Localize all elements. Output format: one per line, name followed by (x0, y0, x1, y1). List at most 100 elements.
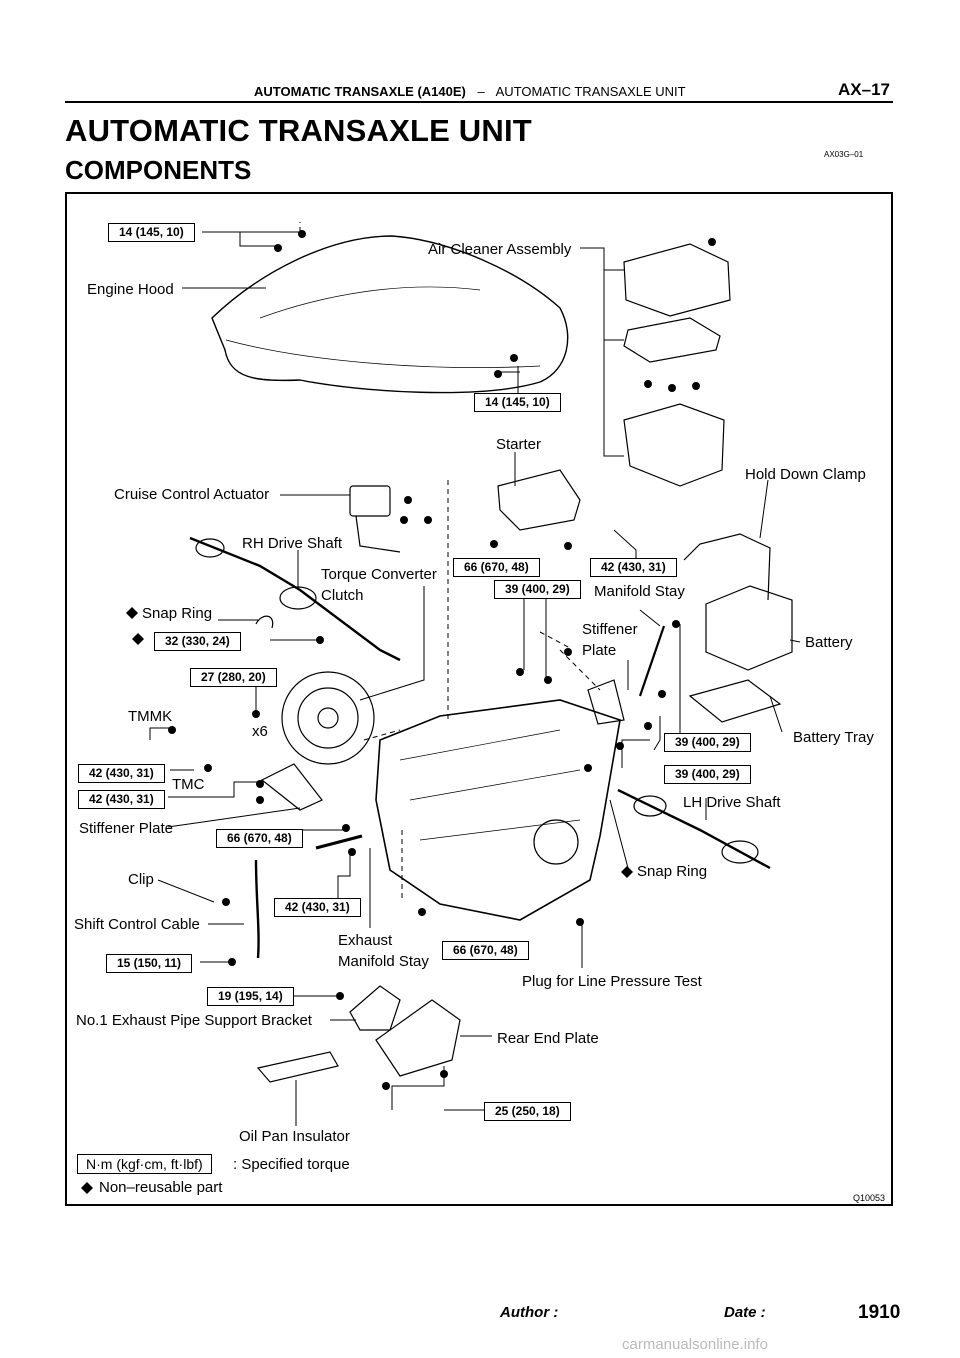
battery-tray-shape (688, 679, 782, 723)
air-cleaner-cover-shape (623, 243, 731, 317)
label-stiffener-plate-r2: Plate (582, 642, 617, 659)
torque-66-bottom: 66 (670, 48) (442, 941, 529, 960)
hold-down-clamp-shape (683, 533, 771, 601)
snap-ring-shape (255, 615, 274, 629)
bolt (382, 1082, 390, 1090)
bolt (668, 384, 676, 392)
bolt (708, 238, 716, 246)
label-plug-line-pressure: Plug for Line Pressure Test (522, 973, 702, 990)
bolt (516, 668, 524, 676)
bolt (672, 620, 680, 628)
bolt (490, 540, 498, 548)
label-shift-control-cable: Shift Control Cable (74, 916, 200, 933)
legend-unit-box: N·m (kgf·cm, ft·lbf) (77, 1154, 212, 1174)
label-oil-pan-insulator: Oil Pan Insulator (239, 1128, 350, 1145)
header-subsection: AUTOMATIC TRANSAXLE UNIT (495, 84, 686, 99)
label-manifold-stay: Manifold Stay (594, 583, 685, 600)
header-code: AX–17 (838, 80, 890, 99)
torque-42-b: 42 (430, 31) (78, 790, 165, 809)
bolt (584, 764, 592, 772)
watermark: carmanualsonline.info (622, 1336, 768, 1353)
legend-nonreusable: Non–reusable part (99, 1179, 223, 1196)
stiffener-plate-right-shape (587, 679, 625, 725)
lh-drive-shaft-shape (617, 788, 771, 870)
bolt (564, 648, 572, 656)
torque-starter-42: 42 (430, 31) (590, 558, 677, 577)
bolt (298, 230, 306, 238)
label-snap-ring-left: Snap Ring (142, 605, 213, 622)
label-stiffener-plate-left: Stiffener Plate (79, 820, 173, 837)
bolt (404, 496, 412, 504)
bolt (228, 958, 236, 966)
bolt (616, 742, 624, 750)
bolt (222, 898, 230, 906)
nonreusable-diamond-icon (81, 1182, 93, 1194)
bolt (204, 764, 212, 772)
torque-32: 32 (330, 24) (154, 632, 241, 651)
label-exhaust-stay-2: Manifold Stay (338, 953, 429, 970)
cruise-actuator-shape (349, 485, 391, 517)
header-rule (65, 101, 893, 103)
bolt (336, 992, 344, 1000)
footer-author: Author : (500, 1304, 559, 1321)
torque-39-b: 39 (400, 29) (664, 765, 751, 784)
rear-end-plate-shape (375, 999, 461, 1077)
label-rh-drive-shaft: RH Drive Shaft (242, 535, 343, 552)
bolt (342, 824, 350, 832)
torque-air-cleaner: 14 (145, 10) (474, 393, 561, 412)
reference-code: AX03G–01 (824, 150, 864, 159)
bolt (424, 516, 432, 524)
manifold-stay-shape (638, 625, 666, 697)
header-separator: – (477, 84, 485, 99)
exhaust-pipe-bracket-shape (349, 985, 401, 1031)
torque-hood-bolt: 14 (145, 10) (108, 223, 195, 242)
label-exhaust-pipe-bracket: No.1 Exhaust Pipe Support Bracket (76, 1012, 312, 1029)
bolt (544, 676, 552, 684)
label-battery: Battery (805, 634, 853, 651)
bolt (168, 726, 176, 734)
nonreusable-diamond-icon (621, 866, 633, 878)
label-rear-end-plate: Rear End Plate (497, 1030, 599, 1047)
air-cleaner-case-shape (623, 403, 725, 487)
battery-shape (705, 585, 793, 671)
bolt (256, 780, 264, 788)
stiffener-plate-left-shape (260, 763, 323, 811)
header-section: AUTOMATIC TRANSAXLE (A140E) (254, 84, 466, 99)
torque-42-c: 42 (430, 31) (274, 898, 361, 917)
page-number: 1910 (858, 1302, 901, 1323)
label-cruise-control: Cruise Control Actuator (114, 486, 270, 503)
bolt (440, 1070, 448, 1078)
label-tmc: TMC (172, 776, 205, 793)
bolt (576, 918, 584, 926)
label-exhaust-stay-1: Exhaust (338, 932, 393, 949)
torque-66-left: 66 (670, 48) (216, 829, 303, 848)
bolt (644, 722, 652, 730)
bolt (348, 848, 356, 856)
rh-drive-shaft-shape (189, 536, 401, 662)
label-battery-tray: Battery Tray (793, 729, 874, 746)
label-hold-down-clamp: Hold Down Clamp (745, 466, 866, 483)
transaxle-shape (375, 699, 621, 921)
torque-39-a: 39 (400, 29) (664, 733, 751, 752)
torque-42-a: 42 (430, 31) (78, 764, 165, 783)
label-tmmk: TMMK (128, 708, 173, 725)
label-air-cleaner: Air Cleaner Assembly (428, 241, 572, 258)
torque-starter-66: 66 (670, 48) (453, 558, 540, 577)
label-stiffener-plate-r1: Stiffener (582, 621, 638, 638)
starter-shape (497, 469, 581, 531)
bolt (256, 796, 264, 804)
nonreusable-diamond-icon (132, 633, 144, 645)
components-diagram-frame (65, 192, 893, 1206)
nonreusable-diamond-icon (126, 607, 138, 619)
label-torque-converter-2: Clutch (321, 587, 364, 604)
legend-unit-text: : Specified torque (233, 1156, 350, 1173)
shift-control-cable-shape (254, 859, 260, 959)
bolt (274, 244, 282, 252)
torque-25: 25 (250, 18) (484, 1102, 571, 1121)
figure-id: Q10053 (853, 1193, 886, 1203)
label-starter: Starter (496, 436, 542, 453)
label-clip: Clip (128, 871, 154, 888)
exhaust-manifold-stay-shape (315, 834, 363, 850)
section-title: COMPONENTS (65, 155, 252, 185)
